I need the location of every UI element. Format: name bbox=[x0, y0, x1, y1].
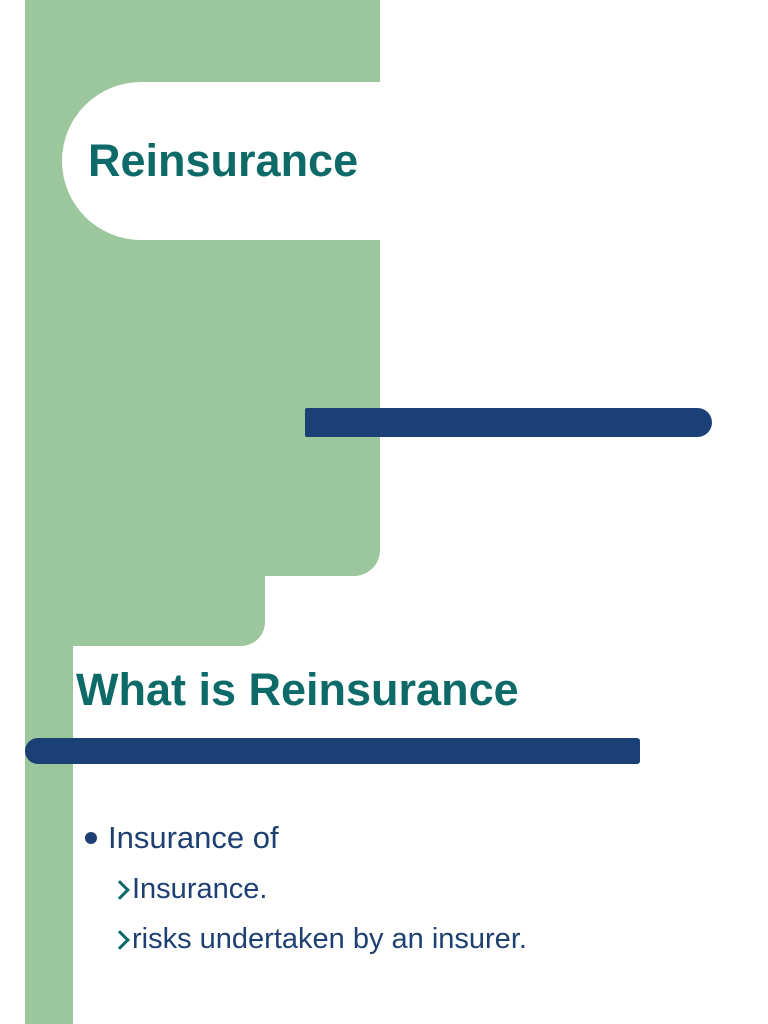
green-shape-narrow-strip bbox=[25, 644, 73, 1024]
sub-bullet-text: Insurance. bbox=[132, 873, 268, 905]
title-band: Reinsurance bbox=[62, 82, 380, 240]
bullet-list: Insurance of Insurance. risks undertaken… bbox=[85, 820, 715, 956]
accent-bar-slide2 bbox=[25, 738, 640, 764]
slide1-title: Reinsurance bbox=[88, 135, 359, 186]
sub-bullet-text: risks undertaken by an insurer. bbox=[132, 923, 527, 955]
arrow-bullet-icon bbox=[110, 929, 130, 950]
slide2-title: What is Reinsurance bbox=[76, 664, 519, 715]
list-item: risks undertaken by an insurer. bbox=[110, 923, 715, 956]
list-item: Insurance. bbox=[110, 873, 715, 906]
bullet-dot-icon bbox=[85, 832, 97, 844]
accent-bar-slide1 bbox=[305, 408, 712, 437]
list-item: Insurance of bbox=[85, 820, 715, 856]
bullet-text: Insurance of bbox=[108, 820, 279, 855]
green-shape-medium bbox=[25, 574, 265, 646]
arrow-bullet-icon bbox=[110, 879, 130, 900]
